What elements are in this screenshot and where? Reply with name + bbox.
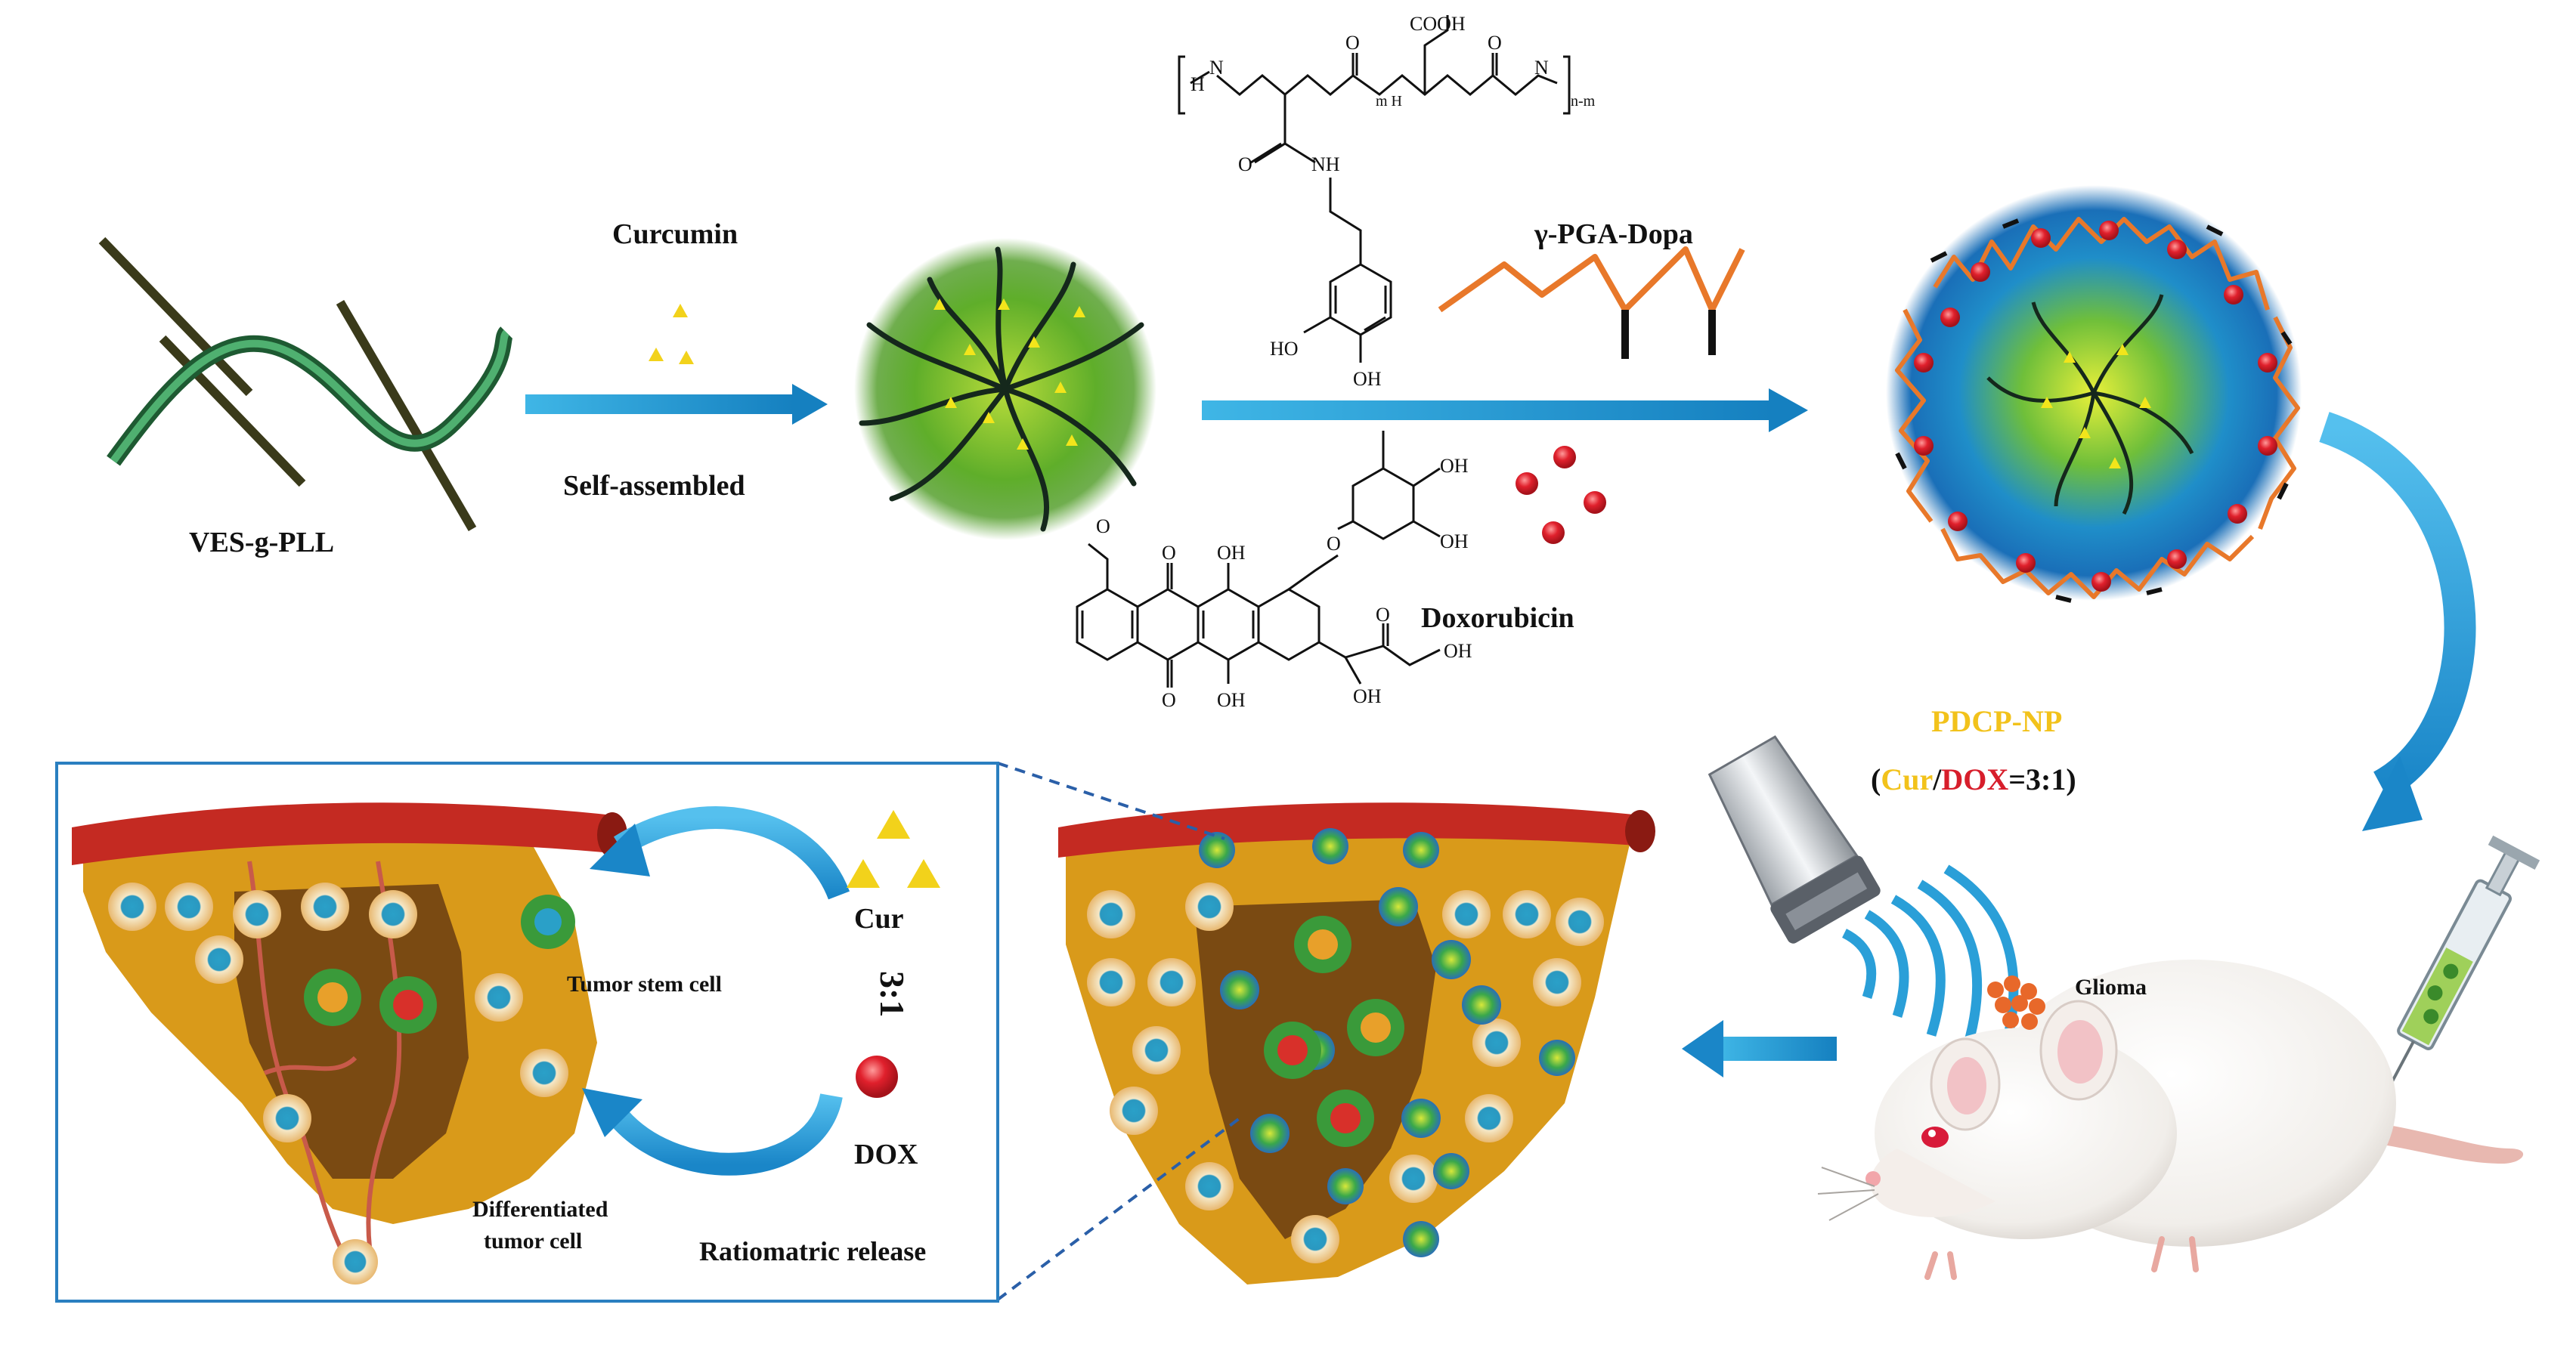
svg-text:OH: OH — [1444, 640, 1472, 662]
differentiated-label-line1: Differentiated — [472, 1197, 608, 1222]
ratiomatric-release-label: Ratiomatric release — [699, 1236, 926, 1266]
doxorubicin-sphere-icon — [1516, 446, 1606, 544]
ratio-3-1-label: 3:1 — [873, 971, 912, 1017]
curcumin-micelle — [854, 238, 1156, 540]
blood-vessel-icon — [72, 802, 620, 865]
svg-text:O: O — [1327, 533, 1341, 555]
svg-text:NH: NH — [1311, 153, 1340, 175]
accumulation-arrow — [1682, 1020, 1837, 1077]
curcumin-triangle-icon — [649, 304, 694, 364]
svg-text:O: O — [1376, 604, 1390, 626]
svg-text:OH: OH — [1353, 685, 1382, 707]
pga-dopa-atom-labels: H N O O COOH O NH HO OH m H N n-m — [1190, 13, 1596, 390]
svg-text:O: O — [1238, 153, 1252, 175]
svg-text:OH: OH — [1217, 689, 1246, 711]
svg-text:O: O — [1345, 32, 1360, 54]
differentiated-cell — [333, 1239, 378, 1285]
inset-tissue — [72, 802, 627, 1285]
release-cycle-arrows — [582, 806, 850, 1176]
curcumin-label: Curcumin — [612, 218, 738, 250]
tumor-cells — [1087, 883, 1604, 1263]
cur-label: Cur — [854, 903, 904, 935]
svg-text:COOH: COOH — [1410, 13, 1466, 35]
nanoparticles-in-tissue — [1199, 828, 1575, 1257]
svg-text:OH: OH — [1353, 368, 1382, 390]
doxorubicin-label: Doxorubicin — [1421, 602, 1574, 634]
dox-label: DOX — [854, 1139, 918, 1170]
pdcp-nanoparticle — [1886, 185, 2302, 603]
svg-text:O: O — [1162, 542, 1176, 564]
syringe-icon — [2380, 835, 2540, 1102]
svg-text:H: H — [1190, 73, 1205, 95]
glioma-label: Glioma — [2075, 975, 2147, 1000]
ves-g-pll-label: VES-g-PLL — [189, 527, 334, 558]
svg-text:m H: m H — [1376, 93, 1402, 110]
svg-text:n-m: n-m — [1571, 93, 1596, 110]
svg-text:N: N — [1534, 57, 1549, 79]
zoom-connector — [996, 762, 1241, 1301]
glioma-marker — [1987, 975, 2045, 1030]
tumor-stem-cells-inset — [304, 895, 575, 1034]
np-dox-spheres — [1914, 221, 2277, 592]
svg-text:HO: HO — [1270, 338, 1299, 360]
svg-text:O: O — [1096, 515, 1110, 537]
tumor-tissue-with-nanoparticles — [1058, 802, 1655, 1285]
inset-dox-sphere-icon — [856, 1056, 898, 1098]
tumor-stem-cell-label: Tumor stem cell — [567, 972, 722, 997]
pga-dopa-structure — [1178, 15, 1571, 363]
coating-arrow — [1202, 388, 1808, 432]
svg-text:OH: OH — [1440, 455, 1469, 477]
svg-text:N: N — [1209, 57, 1224, 79]
pdcp-np-label: PDCP-NP — [1931, 704, 2062, 738]
doxorubicin-atom-labels: O O O OH OH O OH OH OH O OH — [1096, 455, 1472, 711]
tumor-stem-cells-middle — [1264, 916, 1404, 1147]
svg-text:O: O — [1488, 32, 1502, 54]
svg-text:O: O — [1162, 689, 1176, 711]
ves-g-pll-polymer — [98, 237, 514, 532]
self-assembled-label: Self-assembled — [563, 470, 745, 502]
injection-curve-arrow — [2319, 412, 2476, 831]
inset-curcumin-icons — [847, 810, 940, 888]
doxorubicin-structure — [1076, 431, 1441, 688]
svg-text:OH: OH — [1440, 530, 1469, 552]
differentiated-label-line2: tumor cell — [484, 1229, 582, 1254]
self-assembly-arrow — [525, 384, 828, 425]
svg-text:OH: OH — [1217, 542, 1246, 564]
ultrasound-probe-icon — [1708, 735, 1881, 944]
mouse-illustration — [1817, 960, 2524, 1280]
pga-dopa-label: γ-PGA-Dopa — [1534, 218, 1693, 250]
pga-dopa-chain-icon — [1438, 246, 1745, 359]
ratio-label: (Cur/DOX=3:1) — [1871, 762, 2076, 796]
